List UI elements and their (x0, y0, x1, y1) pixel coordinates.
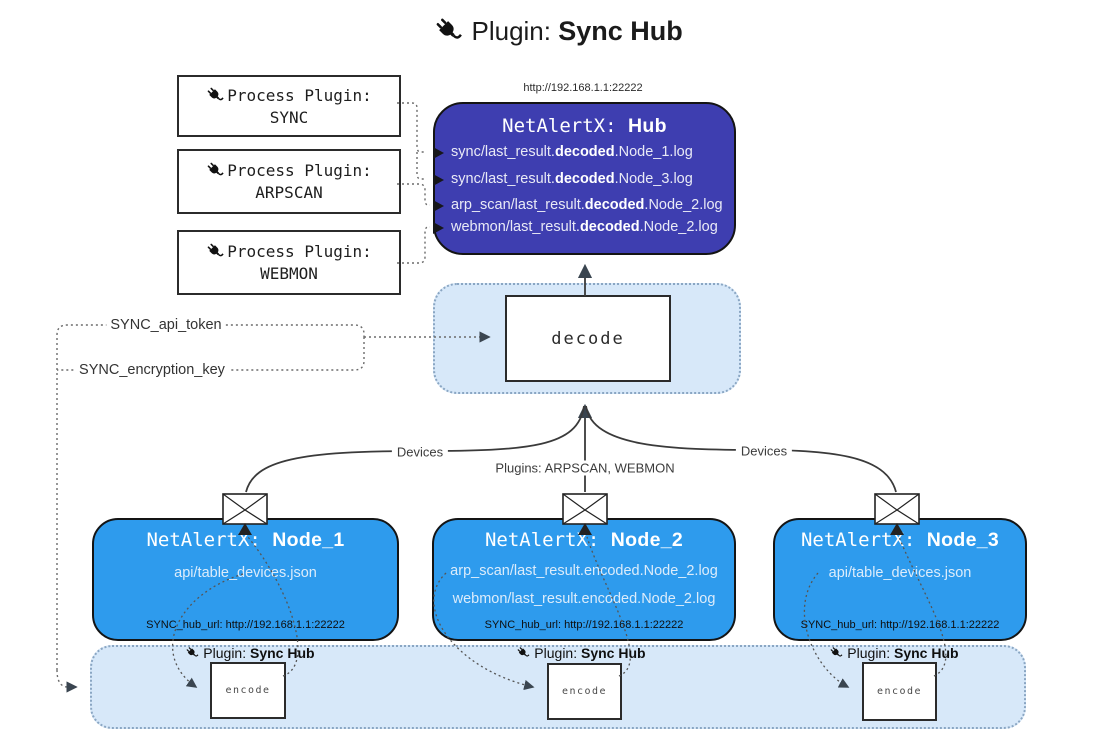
hub-title-bold: Hub (628, 115, 667, 137)
log-suffix: .Node_2.log (644, 197, 723, 213)
plug-icon (516, 646, 530, 660)
plug-icon (206, 242, 225, 261)
plugins-label: Plugins: ARPSCAN, WEBMON (490, 460, 680, 476)
hub-box: NetAlertX: Hub sync/last_result.decoded.… (433, 102, 736, 255)
process-plugin-sync-box: Process Plugin: SYNC (177, 75, 401, 137)
hub-title: NetAlertX: Hub (435, 115, 734, 138)
arrow-right-icon (433, 147, 444, 159)
node-title-bold: Node_2 (610, 529, 684, 551)
node-title-prefix: NetAlertX: (146, 529, 273, 551)
log-suffix: .Node_1.log (614, 144, 693, 160)
plug-icon (206, 86, 225, 105)
encode-label: encode (876, 686, 923, 697)
hub-log-row: arp_scan/last_result.decoded.Node_2.log (433, 197, 723, 217)
node3-file: api/table_devices.json (828, 565, 972, 581)
node-title-bold: Node_1 (272, 529, 345, 551)
node2-box: NetAlertX: Node_2 arp_scan/last_result.e… (432, 518, 736, 641)
encoder-label-bold: Sync Hub (581, 645, 646, 661)
devices-label-right: Devices (735, 443, 793, 459)
node-title-bold: Node_3 (926, 529, 1000, 551)
page-title: Plugin: Sync Hub (0, 16, 1117, 47)
sync-encryption-key-label: SYNC_encryption_key (75, 362, 229, 378)
encoder-label-prefix: Plugin: (534, 645, 582, 661)
sync-api-token-label: SYNC_api_token (106, 317, 226, 333)
process-plugin-label: Process Plugin: (227, 242, 372, 261)
node1-title: NetAlertX: Node_1 (94, 529, 397, 552)
hub-log-row: sync/last_result.decoded.Node_1.log (433, 144, 693, 164)
page-title-bold: Sync Hub (558, 16, 683, 46)
encoder-label-bold: Sync Hub (894, 645, 959, 661)
node1-file: api/table_devices.json (174, 565, 317, 581)
encode-box-2: encode (547, 663, 622, 720)
node1-box: NetAlertX: Node_1 api/table_devices.json… (92, 518, 399, 641)
page-title-prefix: Plugin: (471, 16, 559, 46)
process-plugin-label: Process Plugin: (227, 161, 372, 180)
process-plugin-name: WEBMON (260, 264, 318, 283)
node1-hub-url: SYNC_hub_url: http://192.168.1.1:22222 (146, 619, 345, 631)
log-bold: decoded (579, 219, 640, 235)
process-plugin-name: ARPSCAN (255, 183, 323, 202)
encoder3-plugin-label: Plugin: Sync Hub (829, 645, 959, 661)
log-suffix: .Node_2.log (639, 219, 718, 235)
decode-label: decode (551, 328, 625, 349)
node-title-prefix: NetAlertX: (800, 529, 927, 551)
node3-hub-url: SYNC_hub_url: http://192.168.1.1:22222 (800, 619, 1000, 631)
node2-hub-url: SYNC_hub_url: http://192.168.1.1:22222 (484, 619, 684, 631)
encoder1-plugin-label: Plugin: Sync Hub (185, 645, 315, 661)
process-plugin-name: SYNC (269, 107, 309, 127)
node2-file: arp_scan/last_result.encoded.Node_2.log (450, 563, 718, 579)
sync-link-2 (416, 152, 425, 180)
hub-log-row: sync/last_result.decoded.Node_3.log (433, 171, 693, 191)
process-plugin-arpscan-box: Process Plugin: ARPSCAN (177, 149, 401, 214)
encoder-label-prefix: Plugin: (203, 645, 251, 661)
encode-box-3: encode (862, 662, 937, 721)
log-prefix: webmon/last_result. (451, 219, 580, 235)
process-plugin-webmon-box: Process Plugin: WEBMON (177, 230, 401, 295)
decode-box: decode (505, 295, 671, 382)
devices-label-left: Devices (391, 444, 449, 460)
plug-icon (206, 161, 225, 180)
log-suffix: .Node_3.log (614, 171, 693, 187)
encode-label: encode (225, 685, 271, 696)
log-prefix: arp_scan/last_result. (451, 197, 585, 213)
process-plugin-label: Process Plugin: (227, 85, 372, 105)
secrets-to-panel-arrow (56, 669, 78, 693)
node2-title: NetAlertX: Node_2 (434, 529, 734, 552)
log-bold: decoded (554, 144, 615, 160)
node3-box: NetAlertX: Node_3 api/table_devices.json… (773, 518, 1027, 641)
encoder-label-bold: Sync Hub (250, 645, 315, 661)
sync-link-1 (397, 102, 425, 153)
arrow-right-icon (433, 222, 444, 234)
arrow-right-icon (433, 200, 444, 212)
arpscan-link (397, 183, 430, 206)
plug-icon (829, 646, 843, 660)
log-prefix: sync/last_result. (451, 144, 555, 160)
encode-label: encode (561, 686, 608, 697)
hub-log-row: webmon/last_result.decoded.Node_2.log (433, 219, 718, 239)
encoder2-plugin-label: Plugin: Sync Hub (516, 645, 646, 661)
log-bold: decoded (584, 197, 645, 213)
plug-icon (434, 16, 464, 46)
plug-icon (185, 646, 199, 660)
node3-title: NetAlertX: Node_3 (775, 529, 1025, 552)
node-title-prefix: NetAlertX: (484, 529, 611, 551)
node2-file: webmon/last_result.encoded.Node_2.log (452, 591, 716, 607)
hub-title-prefix: NetAlertX: (502, 115, 629, 137)
encode-box-1: encode (210, 662, 286, 719)
log-bold: decoded (554, 171, 615, 187)
encoder-label-prefix: Plugin: (847, 645, 895, 661)
webmon-link (397, 226, 430, 264)
hub-url-label: http://192.168.1.1:22222 (523, 82, 643, 94)
arrow-right-icon (433, 174, 444, 186)
log-prefix: sync/last_result. (451, 171, 555, 187)
